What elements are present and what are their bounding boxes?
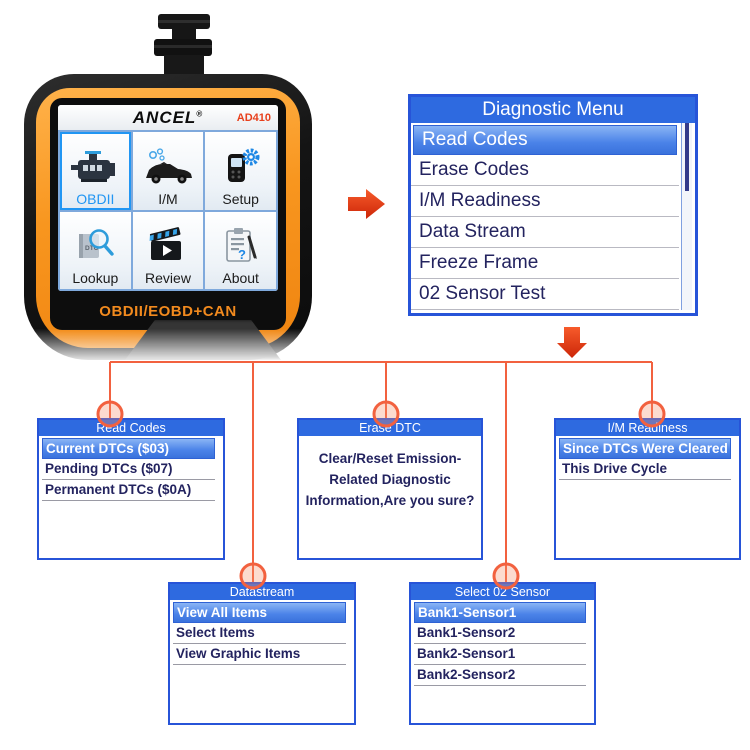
datastream-title: Datastream: [170, 584, 354, 600]
device-screen-header: ANCEL® AD410: [58, 105, 278, 130]
tile-obdii[interactable]: OBDII: [60, 132, 131, 210]
device-protocol-label: OBDII/EOBD+CAN: [99, 303, 237, 320]
im-readiness-list: Since DTCs Were Cleared This Drive Cycle: [556, 436, 739, 480]
scrollbar-track[interactable]: [681, 123, 692, 310]
car-hood-icon: [145, 147, 192, 183]
item-current-dtcs[interactable]: Current DTCs ($03): [42, 438, 215, 459]
tile-label: Lookup: [72, 270, 119, 286]
datastream-list: View All Items Select Items View Graphic…: [170, 600, 354, 665]
item-select-items[interactable]: Select Items: [173, 623, 346, 644]
diagnostic-menu-screen: Diagnostic Menu Read Codes Erase Codes I…: [408, 94, 698, 316]
brand-logo: ANCEL®: [132, 108, 204, 127]
read-codes-title: Read Codes: [39, 420, 223, 436]
item-bank1-sensor1[interactable]: Bank1-Sensor1: [414, 602, 586, 623]
diagnostic-menu-list: Read Codes Erase Codes I/M Readiness Dat…: [411, 123, 679, 313]
diagnostic-menu-title: Diagnostic Menu: [411, 97, 695, 123]
flow-arrow-down-icon: [557, 327, 587, 358]
tile-label: OBDII: [76, 190, 115, 207]
select-o2-sensor-list: Bank1-Sensor1 Bank1-Sensor2 Bank2-Sensor…: [411, 600, 594, 686]
tile-im[interactable]: I/M: [132, 132, 204, 210]
device-main-menu-grid: OBDII I/M: [58, 130, 278, 291]
erase-dtc-message: Clear/Reset Emission- Related Diagnostic…: [299, 448, 481, 511]
item-bank1-sensor2[interactable]: Bank1-Sensor2: [414, 623, 586, 644]
device-screen: ANCEL® AD410 OBDII: [58, 105, 278, 291]
read-codes-screen: Read Codes Current DTCs ($03) Pending DT…: [37, 418, 225, 560]
obd2-scanner-device: ANCEL® AD410 OBDII: [20, 12, 320, 364]
tile-about[interactable]: ? About: [205, 211, 276, 289]
menu-item-im-readiness[interactable]: I/M Readiness: [411, 186, 679, 217]
engine-icon: [71, 150, 116, 182]
obd-cable-connector: [154, 14, 212, 79]
tile-label: Setup: [222, 190, 259, 207]
item-view-graphic-items[interactable]: View Graphic Items: [173, 644, 346, 665]
registered-mark: ®: [196, 109, 204, 119]
menu-item-erase-codes[interactable]: Erase Codes: [411, 155, 679, 186]
item-view-all-items[interactable]: View All Items: [173, 602, 346, 623]
scanner-gear-icon: [227, 148, 260, 182]
read-codes-list: Current DTCs ($03) Pending DTCs ($07) Pe…: [39, 436, 223, 501]
item-pending-dtcs[interactable]: Pending DTCs ($07): [42, 459, 215, 480]
tile-label: I/M: [158, 190, 178, 207]
menu-item-02-sensor-test[interactable]: 02 Sensor Test: [411, 279, 679, 310]
dtc-magnifier-icon: DTC: [79, 229, 115, 258]
item-this-drive-cycle[interactable]: This Drive Cycle: [559, 459, 731, 480]
select-o2-sensor-title: Select 02 Sensor: [411, 584, 594, 600]
model-number: AD410: [236, 112, 271, 124]
message-line: Information,Are you sure?: [305, 493, 475, 508]
tile-review[interactable]: Review: [132, 211, 204, 289]
item-bank2-sensor1[interactable]: Bank2-Sensor1: [414, 644, 586, 665]
datastream-screen: Datastream View All Items Select Items V…: [168, 582, 356, 725]
tile-lookup[interactable]: DTC Lookup: [60, 211, 131, 289]
erase-dtc-title: Erase DTC: [299, 420, 481, 436]
item-since-dtcs-cleared[interactable]: Since DTCs Were Cleared: [559, 438, 731, 459]
message-line: Clear/Reset Emission-: [318, 451, 462, 466]
flow-arrow-right-icon: [348, 189, 385, 219]
menu-item-freeze-frame[interactable]: Freeze Frame: [411, 248, 679, 279]
erase-dtc-screen: Erase DTC Clear/Reset Emission- Related …: [297, 418, 483, 560]
clipboard-icon: ?: [225, 228, 257, 262]
item-permanent-dtcs[interactable]: Permanent DTCs ($0A): [42, 480, 215, 501]
tile-setup[interactable]: Setup: [205, 132, 276, 210]
im-readiness-title: I/M Readiness: [556, 420, 739, 436]
select-o2-sensor-screen: Select 02 Sensor Bank1-Sensor1 Bank1-Sen…: [409, 582, 596, 725]
clapperboard-icon: [149, 227, 181, 260]
message-line: Related Diagnostic: [329, 472, 451, 487]
scrollbar-thumb[interactable]: [685, 123, 689, 191]
svg-text:?: ?: [238, 247, 246, 262]
item-bank2-sensor2[interactable]: Bank2-Sensor2: [414, 665, 586, 686]
tile-label: About: [222, 270, 259, 286]
device-bottom-shadow: [124, 320, 282, 360]
menu-item-read-codes[interactable]: Read Codes: [413, 125, 677, 155]
im-readiness-screen: I/M Readiness Since DTCs Were Cleared Th…: [554, 418, 741, 560]
svg-text:DTC: DTC: [85, 245, 99, 252]
menu-item-data-stream[interactable]: Data Stream: [411, 217, 679, 248]
tile-label: Review: [145, 270, 191, 286]
